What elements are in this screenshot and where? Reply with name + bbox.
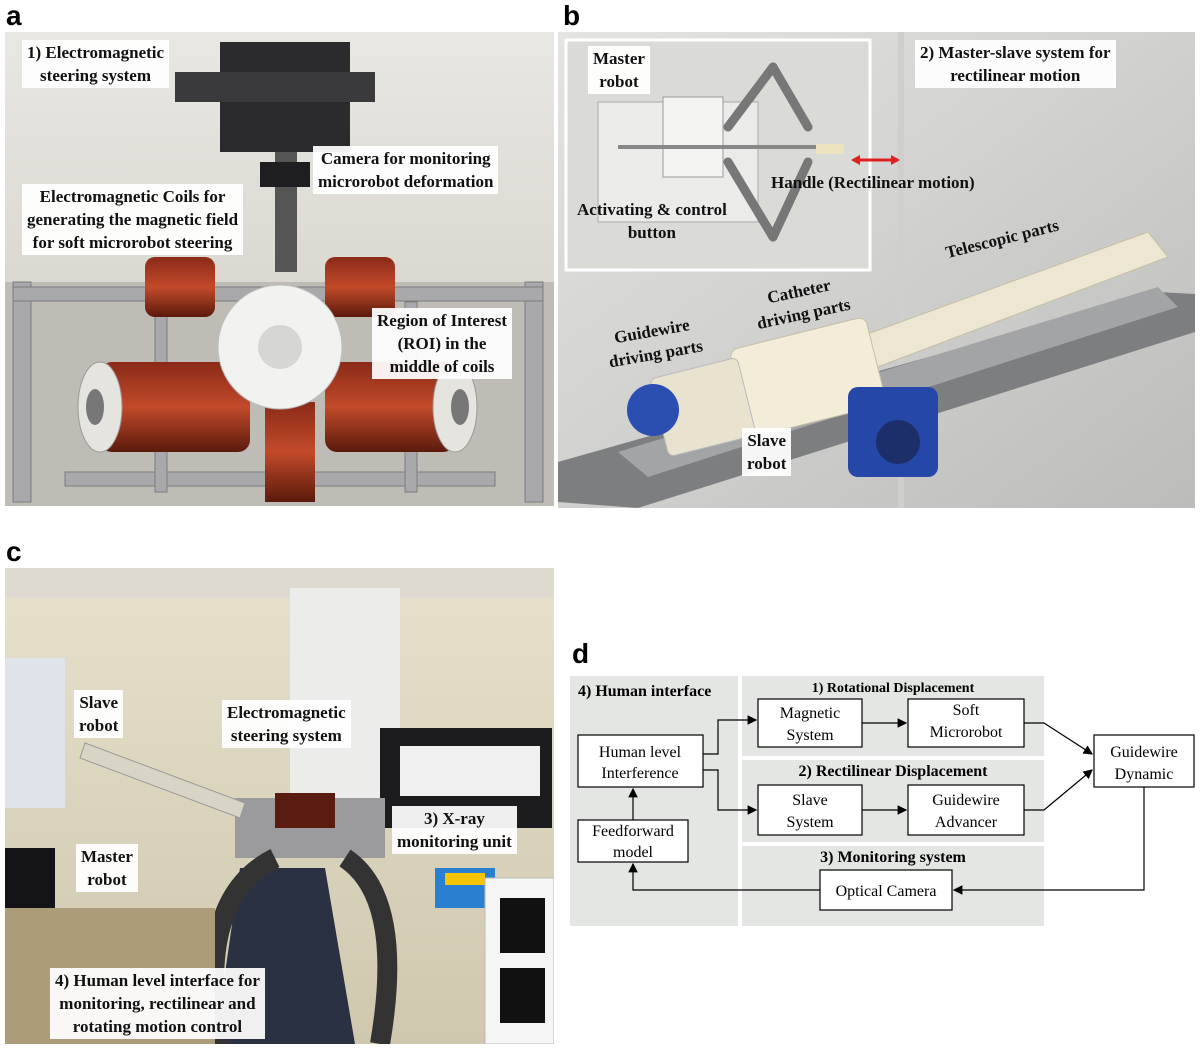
label-line: generating the magnetic field	[27, 210, 239, 229]
label-line: Handle (Rectilinear motion)	[771, 173, 975, 192]
block-guidewire-dynamic-line2: Dynamic	[1115, 766, 1174, 783]
label-line: robot	[87, 870, 127, 889]
block-slave-line1: Slave	[792, 792, 828, 809]
arrow-human-to-slave	[703, 769, 758, 815]
block-soft-line2: Microrobot	[930, 724, 1003, 741]
arrow-advancer-to-dynamic	[1024, 769, 1093, 811]
block-magnetic	[757, 698, 863, 748]
block-slave	[757, 784, 863, 836]
label-line: Electromagnetic	[227, 703, 346, 722]
label-line: middle of coils	[389, 357, 495, 376]
arrow-soft-to-dynamic	[1024, 722, 1094, 755]
label-em-steering-c: Electromagnetic steering system	[222, 700, 351, 748]
label-master-robot-b: Master robot	[588, 46, 650, 94]
label-line: microrobot deformation	[318, 172, 494, 191]
master-slave-illustration	[558, 32, 1195, 508]
label-slave-robot-c: Slave robot	[74, 690, 124, 738]
arrow-dynamic-to-camera	[952, 787, 1145, 895]
panel-b-letter: b	[563, 0, 581, 31]
label-line: steering system	[230, 726, 342, 745]
control-block-diagram: 4) Human interface 1) Rotational Displac…	[570, 676, 1195, 926]
label-activating-b: Activating & control button	[572, 197, 732, 245]
label-line: robot	[79, 716, 119, 735]
block-guidewire-dynamic	[1093, 734, 1195, 788]
label-line: button	[627, 223, 677, 242]
label-em-steering-a: 1) Electromagnetic steering system	[22, 40, 170, 88]
block-guidewire-dynamic-line1: Guidewire	[1110, 744, 1178, 761]
label-line: Master	[593, 49, 645, 68]
label-line: Region of Interest	[377, 311, 507, 330]
block-feedforward-line1: Feedforward	[592, 823, 674, 840]
block-soft	[907, 698, 1025, 748]
panel-a-photo	[5, 32, 554, 506]
label-slave-robot-b: Slave robot	[742, 428, 792, 476]
block-feedforward-line2: model	[613, 844, 654, 861]
label-line: Camera for monitoring	[320, 149, 491, 168]
label-line: Electromagnetic Coils for	[39, 187, 226, 206]
label-line: 4) Human level interface for	[55, 971, 260, 990]
label-human-interface-c: 4) Human level interface for monitoring,…	[50, 968, 265, 1039]
title-monitoring: 3) Monitoring system	[820, 849, 966, 866]
block-slave-line2: System	[786, 814, 834, 831]
title-rotational: 1) Rotational Displacement	[812, 681, 975, 696]
label-line: rectilinear motion	[950, 66, 1081, 85]
label-line: robot	[599, 72, 639, 91]
block-optical-camera	[819, 869, 953, 911]
label-line: Activating & control	[577, 200, 727, 219]
label-line: Slave	[79, 693, 119, 712]
label-roi-a: Region of Interest (ROI) in the middle o…	[372, 308, 512, 379]
block-advancer-line1: Guidewire	[932, 792, 1000, 809]
label-line: rotating motion control	[72, 1017, 243, 1036]
block-advancer-line2: Advancer	[935, 814, 998, 831]
label-line: 2) Master-slave system for	[920, 43, 1111, 62]
block-optical-camera-label: Optical Camera	[836, 883, 937, 900]
label-xray-c: 3) X-ray monitoring unit	[392, 806, 517, 854]
lab-setup-illustration	[5, 568, 554, 1044]
label-line: 1) Electromagnetic	[27, 43, 165, 62]
steering-rig-illustration	[5, 32, 554, 506]
block-magnetic-line1: Magnetic	[780, 705, 840, 722]
label-line: monitoring unit	[397, 832, 512, 851]
panel-d-letter: d	[572, 638, 590, 669]
panel-c-letter: c	[6, 536, 22, 567]
label-line: Master	[81, 847, 133, 866]
label-line: steering system	[40, 66, 151, 85]
label-line: monitoring, rectilinear and	[59, 994, 256, 1013]
block-human-level-line2: Interference	[601, 765, 678, 782]
block-magnetic-line2: System	[786, 727, 834, 744]
label-master-robot-c: Master robot	[76, 844, 138, 892]
title-human-interface: 4) Human interface	[578, 683, 711, 700]
label-master-slave-b: 2) Master-slave system for rectilinear m…	[915, 40, 1116, 88]
block-feedforward	[577, 819, 689, 863]
panel-c-photo	[5, 568, 554, 1044]
label-coils-a: Electromagnetic Coils for generating the…	[22, 184, 244, 255]
label-line: 3) X-ray	[423, 809, 485, 828]
block-human-level-line1: Human level	[599, 744, 682, 761]
block-soft-line1: Soft	[953, 702, 980, 719]
label-camera-a: Camera for monitoring microrobot deforma…	[313, 146, 499, 194]
label-line: (ROI) in the	[397, 334, 487, 353]
title-rectilinear: 2) Rectilinear Displacement	[799, 763, 989, 780]
block-human-level	[577, 734, 704, 788]
label-line: Slave	[747, 431, 787, 450]
section-human-interface-bg	[570, 676, 738, 926]
label-line: robot	[747, 454, 787, 473]
label-handle-b: Handle (Rectilinear motion)	[766, 170, 980, 195]
panel-b-photo	[558, 32, 1195, 508]
panel-a-letter: a	[6, 0, 22, 31]
arrow-camera-to-feedforward	[628, 862, 820, 891]
label-line: for soft microrobot steering	[32, 233, 233, 252]
arrow-human-to-magnetic	[703, 715, 758, 755]
